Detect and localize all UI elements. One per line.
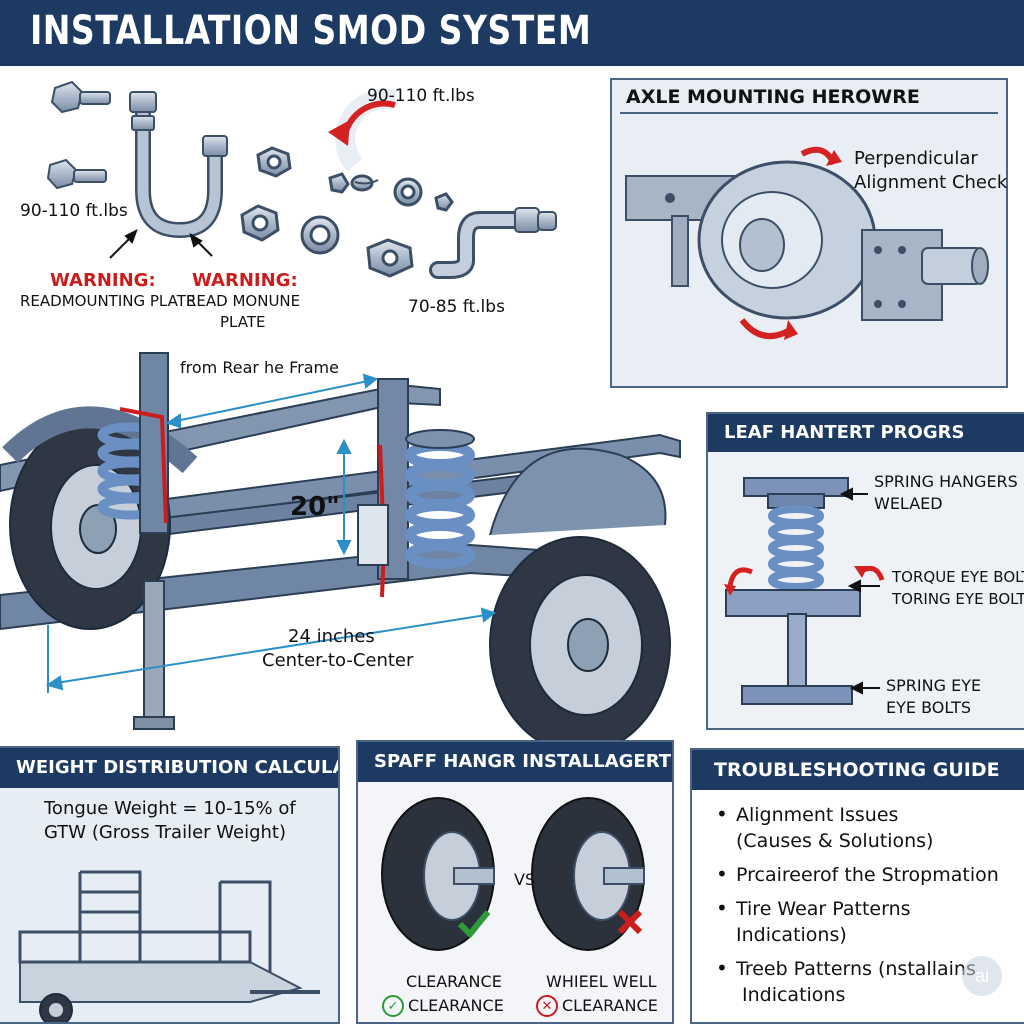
- axle-bracket-illustration: [625, 146, 989, 340]
- check-icon: [457, 910, 491, 939]
- clearance-left-line2: CLEARANCE: [408, 996, 504, 1015]
- page-title: INSTALLATION SMOD SYSTEM: [30, 8, 592, 54]
- axle-mounting-panel: AXLE MOUNTING HEROWRE Perpendicular Alig…: [610, 78, 1008, 388]
- troubleshooting-panel: TROUBLESHOOTING GUIDE • Alignment Issues…: [690, 748, 1024, 1024]
- spacing-label-line2: Center-to-Center: [262, 650, 414, 671]
- clearance-left-line1: CLEARANCE: [406, 972, 502, 991]
- coil-spring-right: [405, 441, 475, 569]
- warning-label-2: WARNING:: [192, 270, 298, 291]
- jack-stand-icon: [133, 580, 175, 730]
- warning-label-1: WARNING:: [50, 270, 156, 291]
- trouble-item-3b: Indications): [736, 924, 847, 946]
- tire-left-icon: [381, 797, 495, 951]
- panel-title: WEIGHT DISTRIBUTION CALCULATION: [0, 748, 338, 788]
- formula-line-1: Tongue Weight = 10-15% of: [44, 798, 296, 819]
- hardware-illustration: [46, 80, 557, 279]
- trailer-chassis-illustration: [0, 352, 681, 745]
- bullet-icon: •: [716, 896, 728, 920]
- spring-hangers-label-2: WELAED: [874, 494, 943, 513]
- leaf-hanger-panel: LEAF HANTERT PROGRS SPRING HANGERS WELAE…: [706, 412, 1024, 730]
- frame-dimension-label: from Rear he Frame: [180, 358, 339, 377]
- trouble-item-1b: (Causes & Solutions): [736, 830, 934, 852]
- u-bolt-icon: [135, 102, 223, 239]
- cross-circle-icon: ✕: [536, 995, 558, 1017]
- hex-bolt-icon: [50, 80, 111, 114]
- weight-distribution-panel: WEIGHT DISTRIBUTION CALCULATION Tongue W…: [0, 746, 340, 1024]
- vs-label: VS: [514, 870, 536, 889]
- hex-nut-icon: [129, 91, 228, 157]
- torque-spec-bottom: 70-85 ft.lbs: [408, 297, 505, 317]
- warning-text-1: READMOUNTING PLATE: [20, 292, 196, 310]
- hanger-installation-panel: SPAFF HANGR INSTALLAGERT VS CLEARANCE ✓ …: [356, 740, 674, 1024]
- title-bar: INSTALLATION SMOD SYSTEM: [0, 0, 1024, 66]
- torque-spec-left: 90-110 ft.lbs: [20, 201, 128, 221]
- clearance-right-line2: CLEARANCE: [562, 996, 658, 1015]
- dimension-lines: [45, 373, 497, 693]
- trouble-item-4: Treeb Patterns (nstallains: [736, 958, 976, 980]
- panel-title: TROUBLESHOOTING GUIDE: [692, 750, 1024, 790]
- tire-clearance-comparison: [381, 797, 645, 951]
- clearance-right-line1: WHIEEL WELL: [546, 972, 657, 991]
- hex-bolt-icon: [46, 158, 107, 190]
- bullet-icon: •: [716, 862, 728, 886]
- warning-text-2: READ MONUNE: [186, 292, 301, 310]
- pointer-arrows: [109, 228, 213, 259]
- cross-icon: [617, 909, 643, 935]
- spacing-label-line1: 24 inches: [288, 626, 375, 647]
- washer-icon: [240, 146, 454, 278]
- formula-line-2: GTW (Gross Trailer Weight): [44, 822, 286, 843]
- torque-eye-bolts-label-2: TORING EYE BOLTS: [892, 590, 1024, 608]
- alignment-check-label: Perpendicular: [854, 148, 978, 169]
- trouble-item-1: Alignment Issues: [736, 804, 899, 826]
- j-bolt-icon: [429, 207, 557, 279]
- wheel-front-right: [489, 536, 671, 745]
- utility-trailer-illustration: [18, 870, 320, 1022]
- torque-eye-bolts-label: TORQUE EYE BOLTS: [892, 568, 1024, 586]
- bullet-icon: •: [716, 802, 728, 826]
- watermark-badge: ai: [962, 956, 1002, 996]
- spring-eye-label: SPRING EYE: [886, 676, 982, 695]
- trouble-item-4b: Indications: [742, 984, 846, 1006]
- panel-title: LEAF HANTERT PROGRS: [708, 414, 1024, 452]
- height-dimension-label: 20": [290, 492, 340, 522]
- trouble-item-2: Prcaireerof the Stropmation: [736, 864, 999, 886]
- alignment-check-label-2: Alignment Check: [854, 172, 1008, 193]
- spring-hangers-label: SPRING HANGERS: [874, 472, 1018, 491]
- torque-spec-top: 90-110 ft.lbs: [367, 86, 475, 106]
- check-circle-icon: ✓: [382, 995, 404, 1017]
- torque-arrow-icon: [328, 88, 398, 185]
- trouble-item-3: Tire Wear Patterns: [736, 898, 911, 920]
- tire-right-icon: [531, 797, 645, 951]
- panel-title: AXLE MOUNTING HEROWRE: [626, 86, 920, 108]
- panel-title: SPAFF HANGR INSTALLAGERT: [358, 742, 672, 782]
- bullet-icon: •: [716, 956, 728, 980]
- spring-hanger-illustration: [724, 477, 885, 705]
- spring-eye-label-2: EYE BOLTS: [886, 698, 972, 717]
- warning-text-2b: PLATE: [220, 313, 266, 331]
